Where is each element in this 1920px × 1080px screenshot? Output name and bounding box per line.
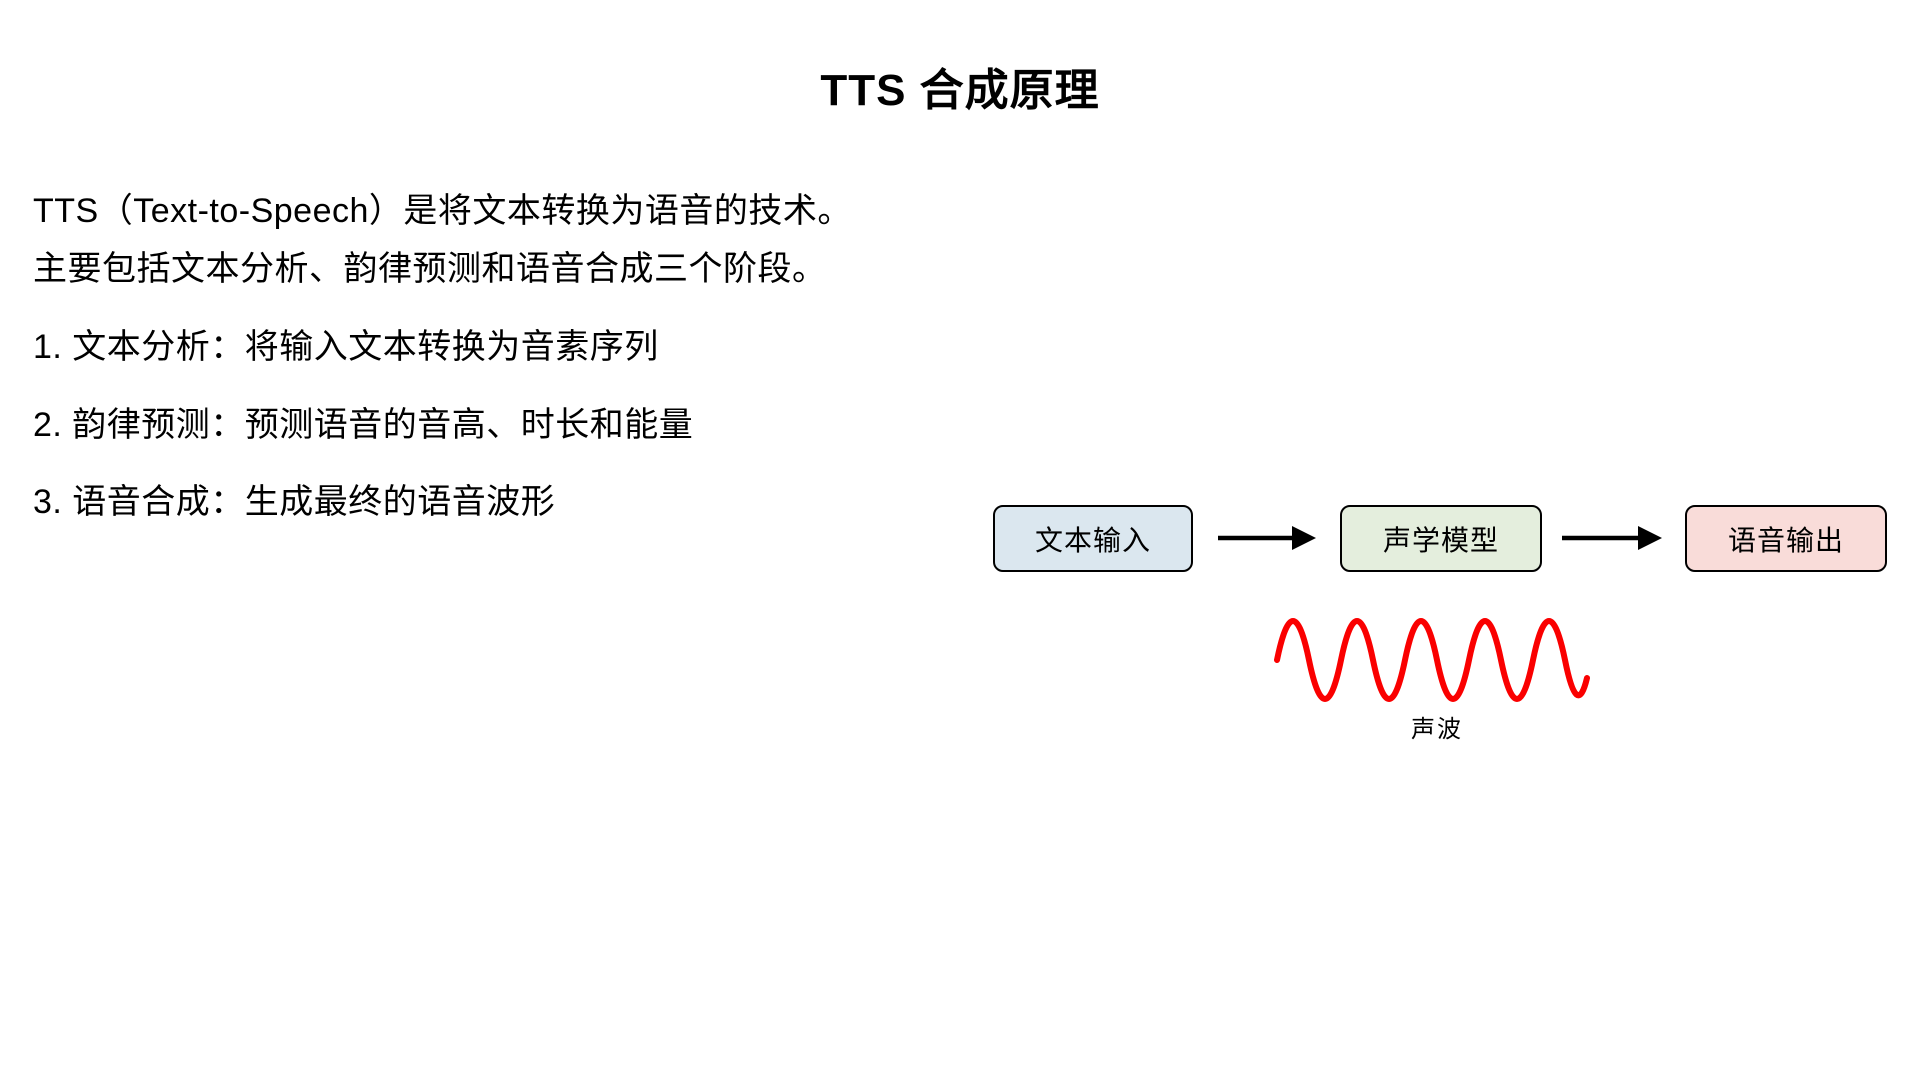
arrow-right-icon — [1218, 526, 1316, 550]
arrow-right-icon — [1562, 526, 1662, 550]
wave-label: 声波 — [1411, 716, 1463, 743]
step-item-prosody-prediction: 2. 韵律预测：预测语音的音高、时长和能量 — [33, 406, 694, 444]
page-title: TTS 合成原理 — [820, 66, 1100, 115]
flow-node-label: 语音输出 — [1727, 524, 1844, 556]
step-item-speech-synthesis: 3. 语音合成：生成最终的语音波形 — [33, 483, 556, 521]
intro-line-2: 主要包括文本分析、韵律预测和语音合成三个阶段。 — [33, 250, 827, 288]
flow-node-acoustic-model: 声学模型 — [1340, 505, 1542, 572]
step-item-text-analysis: 1. 文本分析：将输入文本转换为音素序列 — [33, 328, 659, 366]
flow-node-label: 文本输入 — [1034, 524, 1151, 556]
flow-node-label: 声学模型 — [1382, 524, 1499, 556]
sound-wave-icon — [1274, 618, 1590, 702]
flow-node-speech-output: 语音输出 — [1685, 505, 1887, 572]
flow-node-text-input: 文本输入 — [993, 505, 1193, 572]
intro-line-1: TTS（Text-to-Speech）是将文本转换为语音的技术。 — [33, 192, 852, 230]
